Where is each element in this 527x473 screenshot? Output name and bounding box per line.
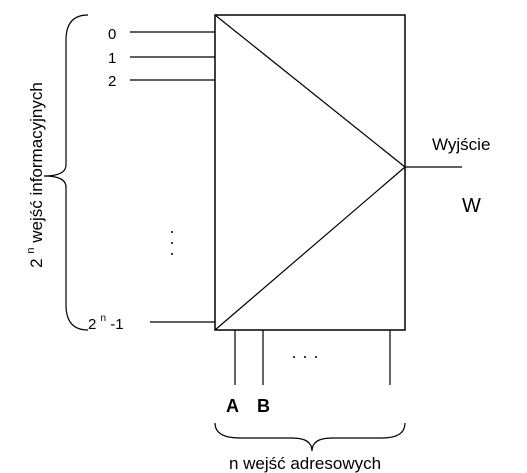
inputs-group-label: 2 n wejść informacyjnych: [19, 82, 46, 268]
address-label-a: A: [226, 396, 239, 416]
mux-triangle-lower-edge: [214, 166, 406, 331]
inputs-group-label-base: 2: [27, 258, 46, 267]
mux-triangle-upper-edge: [214, 14, 406, 168]
input-label-last-base: 2: [88, 316, 96, 333]
address-label-b: B: [257, 396, 270, 416]
inputs-group-label-exponent: n: [25, 248, 37, 254]
input-label-last-suffix: -1: [110, 316, 123, 333]
inputs-group-label-text: wejść informacyjnych: [27, 82, 46, 244]
address-group-label: n wejść adresowych: [229, 454, 381, 473]
input-label-0: 0: [108, 26, 116, 43]
input-label-last: 2 n -1: [88, 308, 124, 333]
address-group-brace: [214, 422, 406, 452]
mux-body: [214, 14, 406, 331]
inputs-vertical-ellipsis: [171, 231, 173, 255]
address-horizontal-ellipsis: [293, 356, 317, 358]
output-symbol: W: [462, 195, 481, 217]
input-label-last-exponent: n: [101, 313, 107, 324]
input-label-2: 2: [108, 73, 116, 90]
inputs-group-brace: [43, 14, 89, 331]
output-label: Wyjście: [432, 135, 490, 154]
input-label-1: 1: [108, 50, 116, 67]
